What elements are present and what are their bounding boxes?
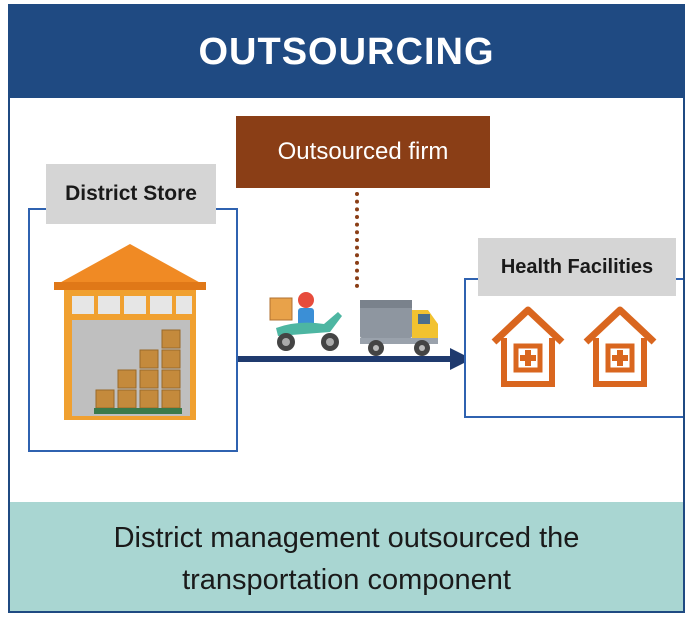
outsourced-firm-box: Outsourced firm [236, 116, 490, 188]
truck-icon [360, 300, 438, 356]
page-title: OUTSOURCING [198, 30, 495, 73]
footer-caption-box: District management outsourced the trans… [10, 502, 683, 611]
arrow-right-icon [238, 348, 472, 370]
header-banner: OUTSOURCING [10, 6, 683, 98]
warehouse-icon [54, 244, 206, 420]
outsourced-firm-label: Outsourced firm [277, 138, 449, 165]
health-facility-icon [583, 306, 657, 387]
health-facilities-label: Health Facilities [500, 255, 654, 278]
district-store-label: District Store [65, 182, 197, 205]
dotted-connector [355, 192, 359, 288]
health-facilities-label-box: Health Facilities [478, 238, 676, 296]
diagram-frame: OUTSOURCING District Store [8, 4, 685, 613]
footer-line-2: transportation component [182, 563, 511, 596]
delivery-scooter-icon [269, 292, 342, 351]
footer-line-1: District management outsourced the [113, 521, 580, 554]
district-store-label-box: District Store [46, 164, 216, 224]
health-facility-icon [491, 306, 565, 387]
